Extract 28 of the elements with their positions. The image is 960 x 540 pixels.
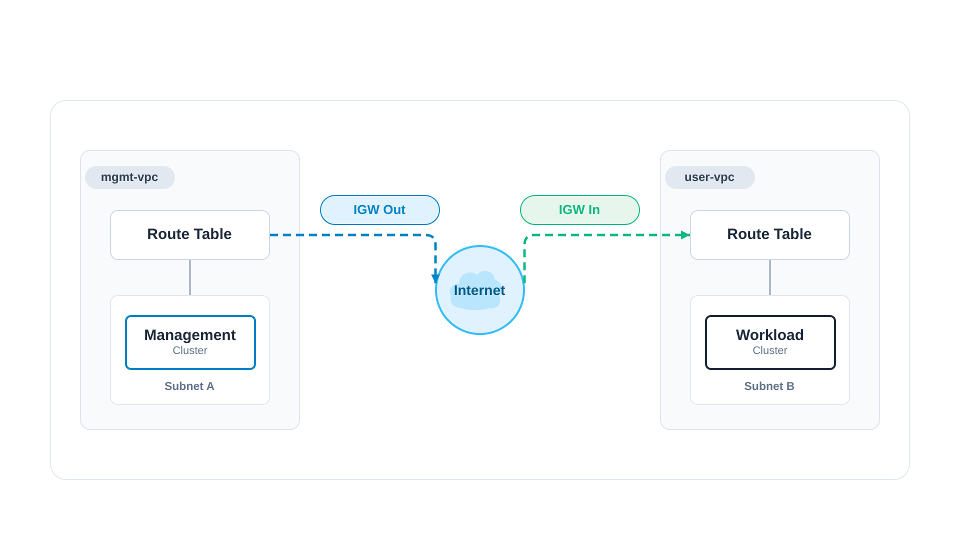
route-table-card [690, 210, 850, 260]
gateway-label: IGW In [558, 202, 600, 217]
subnet-caption: Subnet A [164, 380, 215, 392]
cluster-card [124, 314, 256, 370]
cluster-subtitle: Cluster [752, 344, 788, 358]
dashed-arrow [270, 234, 440, 284]
vpc-panel [660, 150, 880, 430]
subnet-panel [110, 294, 270, 404]
node-title: Internet [454, 282, 506, 298]
gateway-tag [320, 194, 440, 224]
cluster-title: Management [144, 326, 236, 344]
vpc-name-tag: user-vpc [664, 166, 754, 188]
vpc-name-tag: mgmt-vpc [84, 166, 174, 188]
cluster-subtitle: Cluster [172, 344, 208, 358]
outer-frame [50, 100, 910, 480]
cluster-card [704, 314, 836, 370]
cluster-title: Workload [736, 326, 804, 344]
connector-line [189, 260, 191, 295]
subnet-panel [690, 294, 850, 404]
route-table-card [110, 210, 270, 260]
subnet-caption: Subnet B [744, 380, 795, 392]
node-title: Route Table [727, 226, 812, 243]
connector-line [769, 260, 771, 295]
vpc-panel [80, 150, 300, 430]
dashed-arrow [523, 230, 690, 284]
node-title: Route Table [147, 226, 232, 243]
gateway-tag [520, 194, 640, 224]
gateway-label: IGW Out [354, 202, 406, 217]
